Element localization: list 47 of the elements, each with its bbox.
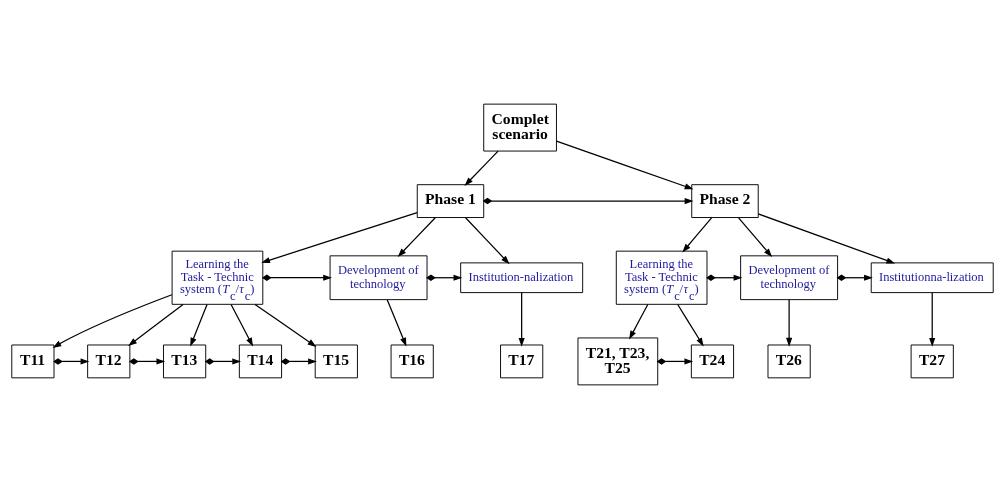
arrow (426, 273, 463, 281)
node-box: Phase 1 (416, 183, 485, 218)
arrow (386, 298, 407, 346)
arrow (261, 273, 332, 281)
arrow (254, 303, 317, 347)
node-box: T21, T23, T25 (577, 336, 659, 385)
arrow (261, 211, 418, 263)
node-box: T11 (11, 344, 55, 378)
arrow (464, 150, 499, 186)
node-box: Complet scenario (483, 103, 557, 151)
arrow (682, 216, 713, 252)
arrow (656, 357, 694, 365)
node-box: T16 (390, 344, 434, 378)
arrow (786, 298, 793, 347)
arrow (52, 293, 173, 348)
node-box: T13 (163, 344, 207, 378)
node-box: T24 (690, 344, 735, 378)
node-box: T12 (87, 344, 131, 378)
node-box: Phase 2 (691, 183, 759, 218)
arrow (190, 303, 208, 347)
arrow (836, 273, 873, 281)
node-box: T14 (238, 344, 283, 378)
arrow (518, 291, 525, 347)
arrow (629, 303, 649, 340)
arrow (53, 357, 90, 365)
node-box: Development of technology (329, 254, 428, 300)
node-box: T15 (314, 344, 358, 378)
arrow (482, 197, 694, 204)
arrow (280, 357, 317, 365)
arrow (128, 357, 166, 365)
arrow (230, 303, 254, 347)
arrow (397, 216, 436, 257)
arrow (929, 291, 936, 347)
arrow (555, 140, 694, 189)
node-box: Development of technology (740, 254, 839, 300)
node-box: T17 (500, 344, 544, 378)
arrow (677, 303, 704, 346)
node-box: T26 (767, 344, 811, 378)
arrow (757, 212, 896, 264)
node-box: T27 (910, 344, 954, 378)
node-box: Institution-nalization (460, 261, 584, 293)
node-box: Institutionna-lization (870, 261, 994, 293)
arrow (737, 216, 773, 257)
arrow (128, 303, 184, 346)
arrow (204, 357, 242, 365)
arrow (464, 216, 510, 264)
arrow (706, 273, 743, 281)
